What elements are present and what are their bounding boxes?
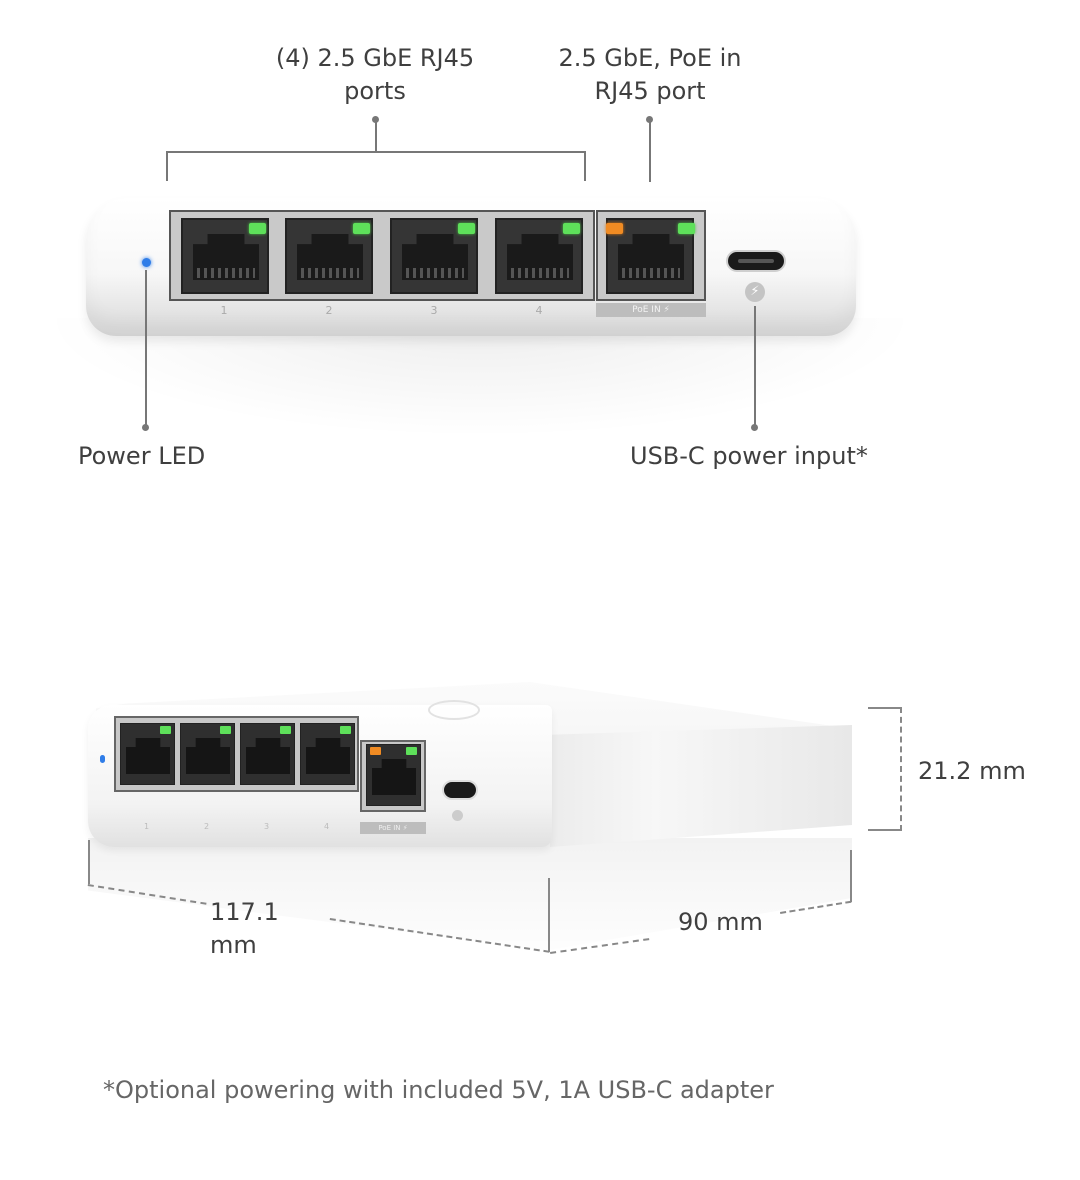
height-dimension-bracket bbox=[868, 707, 902, 831]
width-dimension-label: 117.1 mm bbox=[210, 898, 279, 959]
usbc-input-label: USB-C power input* bbox=[630, 442, 868, 470]
rj45-port-3 bbox=[390, 218, 478, 294]
rj45-port-1 bbox=[181, 218, 269, 294]
angled-port-1 bbox=[120, 723, 175, 785]
link-led-icon bbox=[160, 726, 171, 734]
link-led-icon bbox=[353, 223, 370, 234]
link-led-icon bbox=[406, 747, 417, 755]
poe-leader-stem bbox=[649, 120, 651, 182]
link-led-icon bbox=[458, 223, 475, 234]
power-led-label: Power LED bbox=[78, 442, 206, 470]
rj45-leader-stem bbox=[375, 120, 377, 152]
poe-port-label-line1: 2.5 GbE, PoE in bbox=[558, 44, 742, 72]
link-led-icon bbox=[249, 223, 266, 234]
height-dimension-label: 21.2 mm bbox=[918, 757, 1026, 785]
power-led-leader bbox=[145, 270, 147, 426]
angled-power-led bbox=[100, 755, 105, 763]
poe-port-label-line2: RJ45 port bbox=[594, 77, 706, 105]
angled-poe-panel bbox=[360, 740, 426, 812]
width-tick-left bbox=[88, 840, 90, 884]
angled-port-number-1: 1 bbox=[144, 822, 150, 831]
angled-port-panel bbox=[114, 716, 359, 792]
angled-poe-tag: PoE IN ⚡ bbox=[360, 822, 426, 834]
power-led-leader-dot bbox=[142, 424, 149, 431]
rj45-leader-dot bbox=[372, 116, 379, 123]
usbc-leader-dot bbox=[751, 424, 758, 431]
rj45-ports-label: (4) 2.5 GbE RJ45 ports bbox=[255, 42, 495, 108]
angled-port-2 bbox=[180, 723, 235, 785]
switch-side-surface bbox=[550, 725, 852, 847]
angled-port-number-2: 2 bbox=[204, 822, 210, 831]
poe-led-icon bbox=[370, 747, 381, 755]
angled-usb-c-port bbox=[442, 780, 478, 800]
port-number-1: 1 bbox=[220, 304, 228, 317]
rj45-ports-label-line1: (4) 2.5 GbE RJ45 bbox=[275, 44, 475, 72]
link-led-icon bbox=[340, 726, 351, 734]
angled-poe-port bbox=[366, 744, 421, 806]
poe-in-tag: PoE IN ⚡ bbox=[596, 303, 706, 317]
power-led-indicator bbox=[142, 258, 151, 267]
ubiquiti-logo-icon bbox=[428, 700, 480, 720]
port-number-2: 2 bbox=[325, 304, 333, 317]
port-number-3: 3 bbox=[430, 304, 438, 317]
port-number-4: 4 bbox=[535, 304, 543, 317]
lightning-bolt-icon: ⚡ bbox=[745, 282, 765, 302]
rj45-port-2 bbox=[285, 218, 373, 294]
link-led-icon bbox=[280, 726, 291, 734]
depth-tick-right bbox=[850, 850, 852, 902]
poe-port-panel bbox=[596, 210, 706, 301]
rj45-ports-label-line2: ports bbox=[344, 77, 406, 105]
poe-leader-dot bbox=[646, 116, 653, 123]
angled-port-number-4: 4 bbox=[324, 822, 330, 831]
front-shadow bbox=[40, 318, 920, 438]
rj45-port-4 bbox=[495, 218, 583, 294]
link-led-icon bbox=[678, 223, 695, 234]
link-led-icon bbox=[563, 223, 580, 234]
link-led-icon bbox=[220, 726, 231, 734]
usbc-leader bbox=[754, 306, 756, 426]
angled-port-3 bbox=[240, 723, 295, 785]
poe-rj45-port bbox=[606, 218, 695, 294]
poe-led-icon bbox=[606, 223, 623, 234]
angled-port-4 bbox=[300, 723, 355, 785]
angled-bolt-icon bbox=[452, 810, 463, 821]
width-tick-right bbox=[548, 878, 550, 952]
rj45-bracket-top bbox=[166, 151, 586, 153]
rj45-bracket-right bbox=[584, 151, 586, 181]
usb-c-port bbox=[726, 250, 786, 272]
rj45-bracket-left bbox=[166, 151, 168, 181]
poe-port-label: 2.5 GbE, PoE in RJ45 port bbox=[540, 42, 760, 108]
depth-dimension-label: 90 mm bbox=[678, 908, 763, 936]
rj45-port-panel bbox=[169, 210, 595, 301]
footnote: *Optional powering with included 5V, 1A … bbox=[103, 1076, 774, 1104]
angled-port-number-3: 3 bbox=[264, 822, 270, 831]
